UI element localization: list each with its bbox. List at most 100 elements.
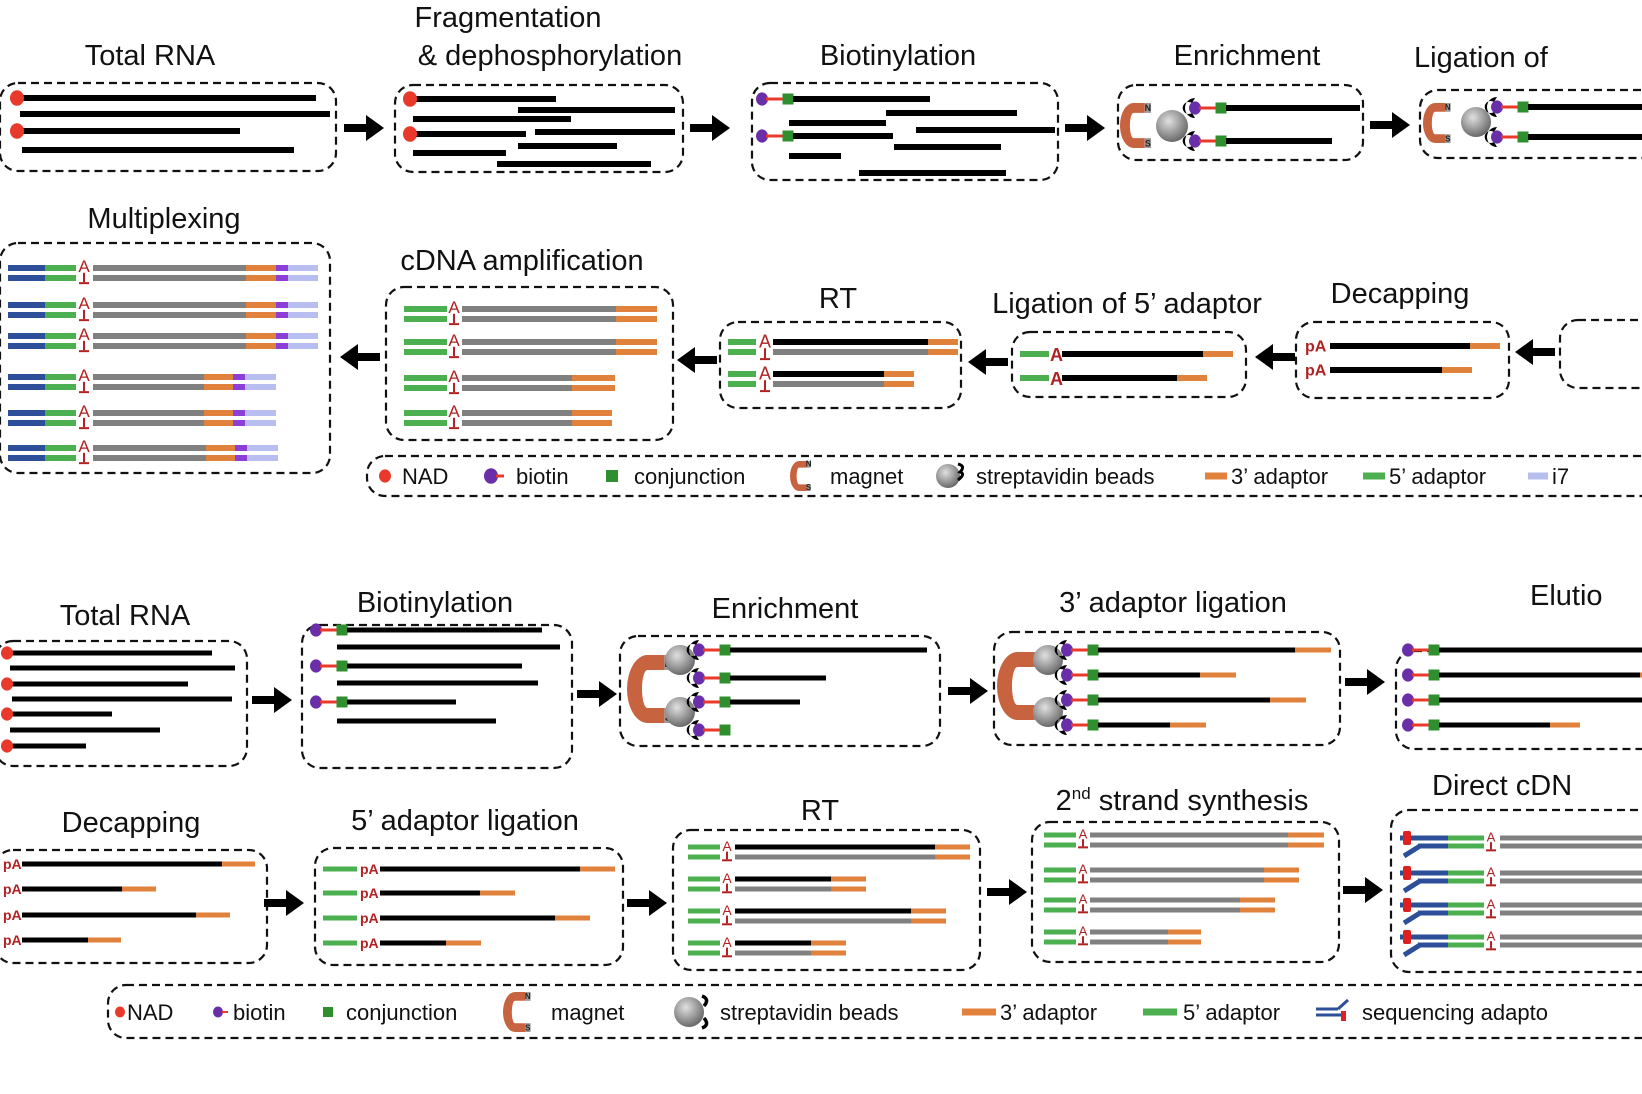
magnet-s-label: S [1145, 139, 1151, 149]
cdna-strand [773, 349, 928, 355]
pa-label: pA [360, 910, 379, 926]
pa-label: pA [1305, 363, 1327, 380]
cap-stem [1082, 904, 1084, 912]
sequencing-adaptor-icon [1316, 1007, 1338, 1011]
panel-b: Total RNABiotinylationEnrichmentNS3’ ada… [0, 580, 1642, 1040]
arrow-shaft [1370, 121, 1394, 129]
step-fragmentation: Fragmentation& dephosphorylation [393, 2, 685, 174]
sequencing-adaptor [8, 374, 45, 380]
magnet-icon: NS [790, 459, 812, 492]
cdna-strand [1090, 939, 1168, 945]
adaptor-5prime [404, 316, 447, 322]
streptavidin-biotin-icon [686, 668, 705, 688]
adaptor-3prime [616, 339, 657, 345]
conjunction-icon [719, 724, 731, 736]
pa-label: pA [3, 881, 22, 897]
adaptor-5prime [323, 866, 357, 872]
sequencing-adaptor [8, 312, 45, 318]
step-title-line1: Fragmentation [415, 2, 602, 34]
cap-base [449, 392, 459, 395]
adaptor-3prime [246, 333, 276, 339]
rna-strand [1330, 367, 1442, 373]
a-label: A [1487, 929, 1496, 944]
biotin-icon [1061, 668, 1073, 682]
a-label: A [78, 325, 90, 344]
adaptor-5prime [404, 410, 447, 416]
rna-strand [380, 940, 446, 946]
sequencing-adaptor-mark [1341, 1011, 1346, 1021]
streptavidin-biotin-icon [686, 640, 705, 660]
cdna-strand [1500, 910, 1642, 916]
a-label: A [1079, 892, 1088, 907]
adaptor3-icon [1205, 472, 1227, 480]
adaptor-5prime [45, 374, 76, 380]
adaptor5-icon [1363, 472, 1385, 480]
cap-a-icon: A [722, 934, 732, 958]
adaptor-3prime [1200, 672, 1236, 678]
step-box [1116, 83, 1365, 162]
title-sup: nd [1072, 784, 1091, 803]
conjunction-icon [1087, 694, 1099, 706]
cap-a-icon: A [759, 363, 771, 393]
adaptor-3prime [616, 349, 657, 355]
arrow-head [286, 890, 304, 916]
magnet-body [997, 652, 1035, 720]
streptavidin-biotin-icon [1054, 715, 1073, 735]
adaptor-3prime [1264, 877, 1299, 883]
conjunction-icon [1087, 644, 1099, 656]
rna-strand [773, 339, 928, 345]
arrow-shaft [690, 124, 714, 132]
cap-a-icon: A [1078, 924, 1088, 946]
magnet-s-label: S [1445, 135, 1451, 144]
arrow-shaft [344, 124, 368, 132]
sequencing-adaptor [8, 275, 45, 281]
rna-strand [22, 861, 222, 867]
rna-fragment [518, 143, 617, 149]
adaptor-5prime [728, 349, 756, 355]
linker [1501, 135, 1519, 139]
linker [703, 700, 721, 704]
a-label: A [1487, 830, 1496, 845]
conjunction-icon [1087, 669, 1099, 681]
rna-strand [12, 696, 232, 702]
adaptor-3prime [928, 339, 958, 345]
linker [703, 676, 721, 680]
adaptor-5prime [688, 908, 720, 914]
cdna-strand [93, 312, 246, 318]
nad-icon [115, 1006, 125, 1018]
cap-base [1078, 911, 1088, 914]
arrow-head [1515, 339, 1533, 365]
arrow-head [970, 678, 988, 704]
adaptor-3prime [480, 890, 515, 896]
nad-icon [10, 123, 24, 139]
conjunction-icon [1215, 102, 1227, 114]
arrow-shaft [1065, 124, 1089, 132]
step-box [106, 983, 1642, 1040]
sequencing-adaptor-fork [1402, 843, 1422, 859]
rna-strand [1528, 134, 1642, 140]
arrow-head [1087, 115, 1105, 141]
bead-icon [936, 464, 960, 488]
rna-strand [347, 699, 456, 705]
sequencing-adaptor [1400, 835, 1448, 841]
adaptor-3prime [1288, 832, 1324, 838]
legend-label: streptavidin beads [720, 1000, 899, 1025]
step-box [1558, 318, 1642, 390]
streptavidin-claw [1484, 127, 1497, 147]
pa-label: pA [360, 861, 379, 877]
cdna-strand [1090, 877, 1264, 883]
cdna-strand [93, 302, 246, 308]
arrow-shaft [1271, 353, 1295, 361]
a-label: A [759, 363, 771, 383]
sequencing-adaptor [8, 455, 45, 461]
cap-stem [726, 947, 728, 956]
adaptor-3prime [911, 918, 946, 924]
linker [320, 700, 338, 704]
arrow-left-icon [340, 344, 380, 370]
rna-fragment [789, 153, 841, 159]
adaptor-3prime [246, 343, 276, 349]
nad-icon [1, 677, 13, 691]
legend-label: magnet [551, 1000, 624, 1025]
legend-label: magnet [830, 464, 903, 489]
